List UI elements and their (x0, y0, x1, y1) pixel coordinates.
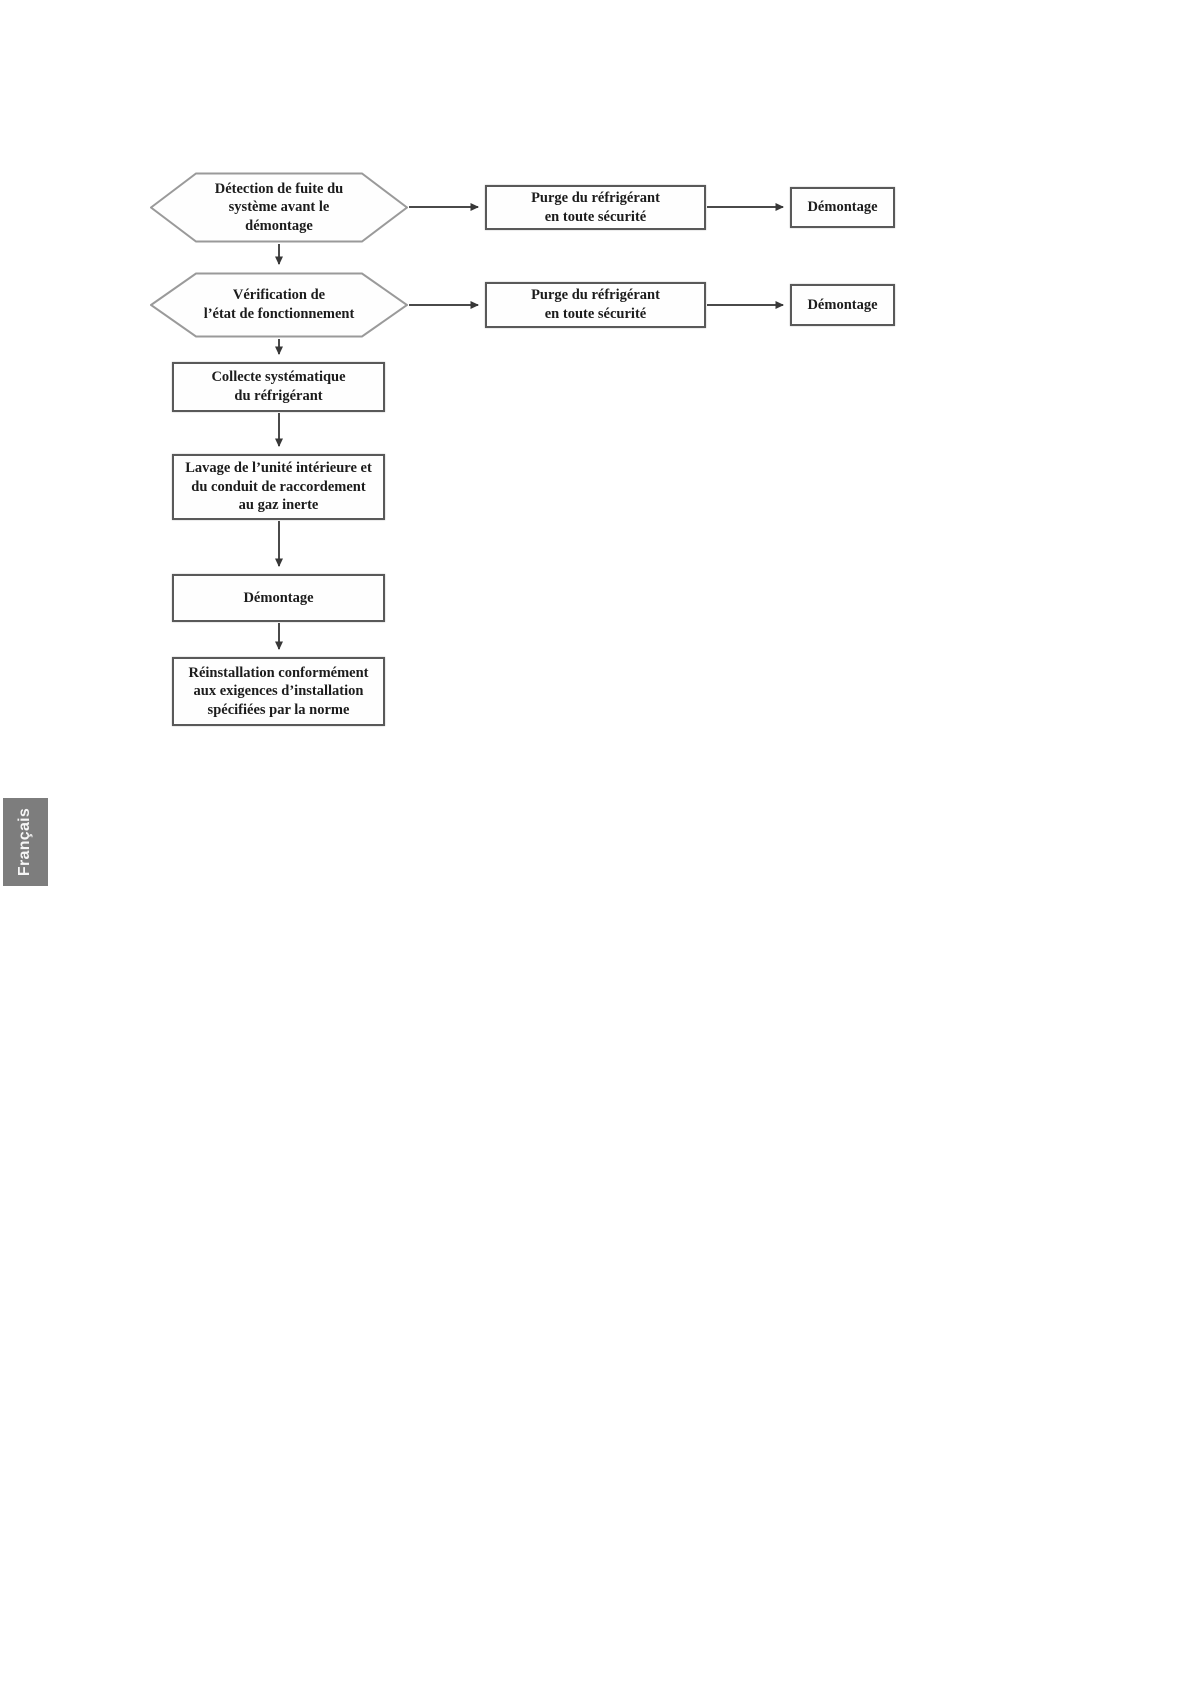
node-label: Collecte systématique du réfrigérant (211, 369, 346, 404)
node-label: Vérification de l’état de fonctionnement (203, 287, 355, 322)
node-demontage-top: Démontage (790, 187, 895, 228)
node-demontage-main: Démontage (172, 574, 385, 622)
node-collect-refrigerant: Collecte systématique du réfrigérant (172, 362, 385, 412)
refrigerant-dismantling-flowchart: Détection de fuite du système avant le d… (0, 0, 1190, 800)
node-flush-inert-gas: Lavage de l’unité intérieure et du condu… (172, 454, 385, 520)
node-operation-check-decision: Vérification de l’état de fonctionnement (150, 272, 408, 338)
node-label: Détection de fuite du système avant le d… (214, 180, 344, 234)
node-purge-top: Purge du réfrigérant en toute sécurité (485, 185, 706, 230)
node-label: Démontage (807, 199, 878, 216)
node-purge-mid: Purge du réfrigérant en toute sécurité (485, 282, 706, 328)
node-label: Réinstallation conformément aux exigence… (188, 664, 369, 718)
node-label: Démontage (807, 296, 878, 313)
flow-connectors (275, 203, 784, 650)
node-label: Purge du réfrigérant en toute sécurité (531, 189, 660, 225)
hexagon-shape (150, 172, 408, 243)
node-leak-detection-decision: Détection de fuite du système avant le d… (150, 172, 408, 243)
node-reinstall-per-standard: Réinstallation conformément aux exigence… (172, 657, 385, 726)
node-demontage-mid: Démontage (790, 284, 895, 326)
node-label: Lavage de l’unité intérieure et du condu… (185, 460, 372, 514)
language-tab-label: Français (16, 807, 34, 877)
node-label: Purge du réfrigérant en toute sécurité (531, 287, 660, 322)
language-tab-francais: Français (3, 798, 48, 886)
node-label: Démontage (243, 589, 314, 606)
hexagon-shape (150, 272, 408, 338)
